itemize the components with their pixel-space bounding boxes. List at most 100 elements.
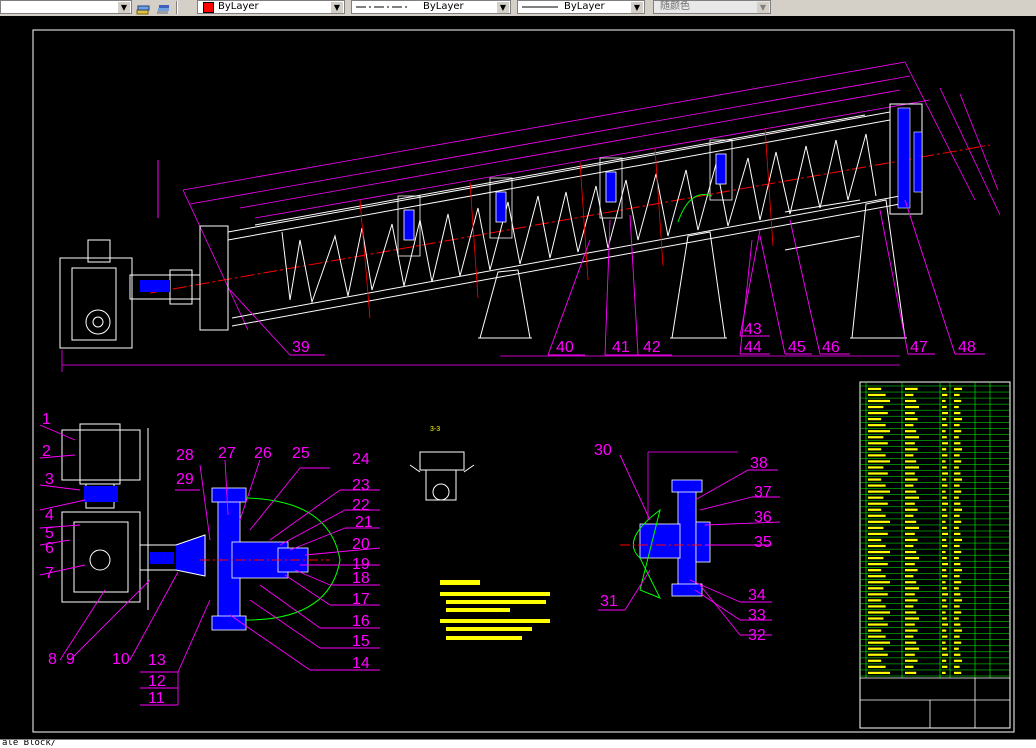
table-cell-text — [942, 635, 948, 638]
table-cell-text — [942, 478, 947, 481]
table-cell-text — [905, 418, 918, 421]
table-cell-text — [942, 563, 948, 566]
callout-5: 5 — [45, 525, 54, 542]
table-cell-text — [954, 520, 962, 523]
table-cell-text — [942, 460, 946, 463]
layer-previous-icon[interactable] — [156, 1, 170, 14]
table-cell-text — [942, 490, 946, 493]
table-cell-text — [868, 647, 884, 650]
callout-13: 13 — [148, 652, 166, 669]
table-cell-text — [954, 617, 959, 620]
callout-27: 27 — [218, 445, 236, 462]
table-cell-text — [954, 575, 960, 578]
table-cell-text — [868, 563, 888, 566]
table-cell-text — [868, 411, 888, 415]
table-cell-text — [954, 563, 961, 566]
table-cell-text — [868, 635, 886, 638]
table-cell-text — [868, 665, 886, 668]
table-cell-text — [905, 629, 918, 632]
layer-states-icon[interactable] — [136, 1, 150, 15]
table-cell-text — [954, 653, 961, 656]
callout-48: 48 — [958, 339, 976, 356]
table-cell-text — [868, 442, 888, 445]
table-cell-text — [954, 611, 962, 614]
layer-dropdown[interactable]: ▼ — [0, 0, 132, 14]
callout-10: 10 — [112, 651, 130, 668]
drawing-svg[interactable]: 39 40 41 42 43 44 45 46 47 48 — [0, 16, 1036, 739]
chevron-down-icon[interactable]: ▼ — [757, 2, 769, 13]
tail-bearing-detail — [620, 451, 738, 599]
table-cell-text — [868, 472, 888, 475]
table-cell-text — [868, 587, 884, 590]
table-cell-text — [905, 526, 919, 529]
linetype-dropdown[interactable]: ByLayer ▼ — [351, 0, 511, 14]
callout-42: 42 — [643, 339, 661, 356]
table-cell-text — [942, 665, 948, 668]
table-cell-text — [868, 520, 890, 523]
lineweight-value: ByLayer — [564, 1, 605, 12]
table-cell-text — [868, 448, 882, 451]
drawing-canvas[interactable]: 39 40 41 42 43 44 45 46 47 48 — [0, 16, 1036, 739]
plotstyle-dropdown[interactable]: 随颜色 ▼ — [653, 0, 771, 14]
table-cell-text — [868, 478, 882, 481]
table-cell-text — [942, 466, 947, 469]
table-cell-text — [868, 581, 890, 584]
table-cell-text — [868, 617, 884, 620]
drive-detail-view — [61, 423, 341, 631]
chevron-down-icon[interactable]: ▼ — [331, 2, 343, 13]
table-cell-text — [942, 472, 948, 475]
table-cell-text — [868, 653, 888, 656]
table-cell-text — [954, 472, 961, 475]
chevron-down-icon[interactable]: ▼ — [631, 2, 643, 13]
table-cell-text — [905, 538, 918, 542]
table-cell-text — [905, 454, 914, 457]
table-cell-text — [954, 665, 960, 668]
table-cell-text — [942, 508, 947, 511]
table-cell-text — [868, 538, 882, 542]
table-cell-text — [954, 424, 960, 427]
plotstyle-value: 随颜色 — [660, 1, 690, 12]
table-cell-text — [954, 569, 962, 572]
table-cell-text — [868, 418, 882, 421]
table-cell-text — [868, 569, 882, 572]
table-cell-text — [905, 556, 919, 560]
linetype-preview-icon — [356, 6, 408, 8]
table-cell-text — [954, 393, 960, 397]
lineweight-preview-icon — [522, 6, 558, 8]
callout-44: 44 — [744, 339, 762, 356]
callout-38: 38 — [750, 455, 768, 472]
table-cell-text — [954, 556, 959, 560]
table-cell-text — [905, 665, 914, 668]
table-cell-text — [942, 399, 946, 403]
table-cell-text — [905, 653, 915, 656]
table-cell-text — [905, 430, 917, 433]
command-line[interactable]: ale Block/ — [0, 739, 1036, 748]
table-cell-text — [905, 399, 917, 403]
table-cell-text — [905, 466, 919, 469]
table-cell-text — [868, 436, 884, 439]
properties-toolbar: ▼ ByLayer ▼ ByLayer ▼ ByLayer ▼ 随颜色 ▼ — [0, 0, 1036, 17]
callout-40: 40 — [556, 339, 574, 356]
table-cell-text — [942, 538, 947, 542]
table-cell-text — [868, 514, 886, 517]
table-cell-text — [905, 393, 914, 397]
chevron-down-icon[interactable]: ▼ — [118, 2, 130, 13]
table-cell-text — [905, 460, 917, 463]
table-cell-text — [905, 647, 919, 650]
drawing-border — [32, 29, 1015, 733]
callout-33: 33 — [748, 607, 766, 624]
callout-9: 9 — [66, 651, 75, 668]
lineweight-dropdown[interactable]: ByLayer ▼ — [517, 0, 645, 14]
chevron-down-icon[interactable]: ▼ — [497, 2, 509, 13]
table-cell-text — [954, 484, 960, 487]
table-cell-text — [868, 641, 890, 644]
callout-39: 39 — [292, 339, 310, 356]
callout-29: 29 — [176, 471, 194, 488]
table-cell-text — [942, 430, 946, 433]
table-cell-text — [954, 502, 961, 505]
color-dropdown[interactable]: ByLayer ▼ — [197, 0, 345, 14]
table-cell-text — [942, 671, 946, 674]
table-cell-text — [905, 436, 919, 439]
table-cell-text — [942, 418, 947, 421]
callout-26: 26 — [254, 445, 272, 462]
